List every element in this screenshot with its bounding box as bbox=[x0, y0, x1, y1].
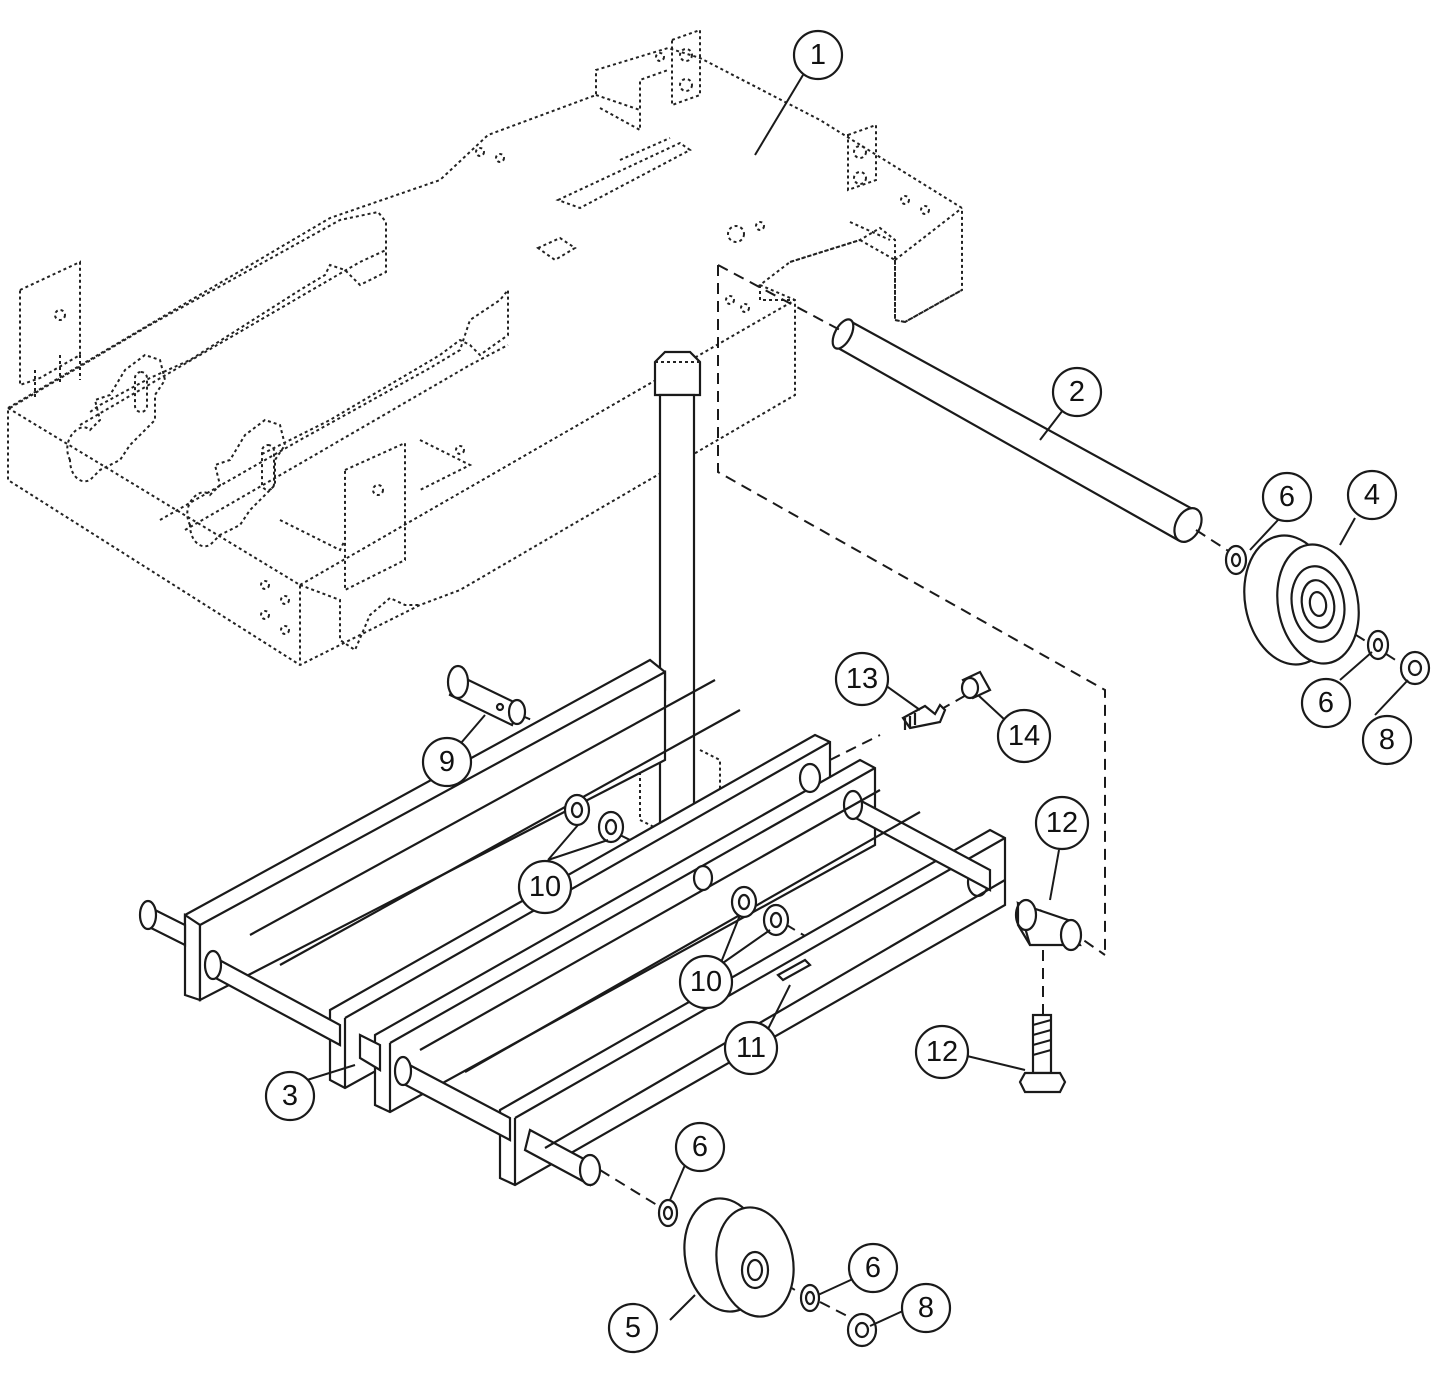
callout-12-spacer: 12 bbox=[1034, 795, 1090, 851]
callout-6-lower-right: 6 bbox=[847, 1242, 899, 1294]
lower-collar bbox=[846, 1312, 878, 1348]
callout-6-upper-right: 6 bbox=[1300, 677, 1352, 729]
svg-text:13: 13 bbox=[846, 663, 878, 695]
callout-12-bolt: 12 bbox=[914, 1024, 970, 1080]
cotter-pin bbox=[776, 958, 812, 982]
svg-text:6: 6 bbox=[692, 1131, 708, 1163]
svg-text:8: 8 bbox=[1379, 724, 1395, 756]
upper-washer-left bbox=[1224, 544, 1248, 576]
svg-text:6: 6 bbox=[865, 1252, 881, 1284]
svg-text:11: 11 bbox=[736, 1032, 766, 1064]
svg-text:5: 5 bbox=[625, 1312, 641, 1344]
callout-11: 11 bbox=[723, 1020, 779, 1076]
callout-9: 9 bbox=[421, 736, 473, 788]
svg-text:4: 4 bbox=[1364, 479, 1380, 511]
carriage-assembly bbox=[138, 658, 1007, 1187]
callout-2: 2 bbox=[1051, 366, 1103, 418]
svg-text:12: 12 bbox=[1046, 807, 1078, 839]
callout-4: 4 bbox=[1346, 469, 1398, 521]
callout-13: 13 bbox=[834, 651, 890, 707]
bolt bbox=[1018, 1013, 1067, 1094]
washers-upper bbox=[563, 793, 625, 844]
svg-text:6: 6 bbox=[1279, 481, 1295, 513]
callout-6-upper-left: 6 bbox=[1261, 471, 1313, 523]
svg-text:14: 14 bbox=[1008, 720, 1040, 752]
upper-collar bbox=[1399, 650, 1431, 686]
lower-washer-left bbox=[657, 1198, 679, 1228]
callout-3: 3 bbox=[264, 1070, 316, 1122]
upper-washer-right bbox=[1366, 629, 1390, 661]
svg-text:8: 8 bbox=[918, 1292, 934, 1324]
callout-10-upper: 10 bbox=[517, 859, 573, 915]
callout-10-lower: 10 bbox=[678, 954, 734, 1010]
svg-text:10: 10 bbox=[529, 871, 561, 903]
lower-washer-right bbox=[799, 1283, 821, 1313]
svg-text:9: 9 bbox=[439, 746, 455, 778]
upper-wheel bbox=[1243, 534, 1360, 666]
washers-lower bbox=[730, 885, 790, 937]
callout-5: 5 bbox=[607, 1302, 659, 1354]
callout-14: 14 bbox=[996, 708, 1052, 764]
assembly-guide-lines bbox=[519, 264, 1409, 1321]
grease-cap bbox=[960, 670, 992, 700]
svg-text:1: 1 bbox=[810, 39, 826, 71]
spacer bbox=[1014, 898, 1083, 952]
pin bbox=[446, 664, 527, 727]
callout-8-lower: 8 bbox=[900, 1282, 952, 1334]
grease-fitting bbox=[901, 703, 947, 730]
svg-text:6: 6 bbox=[1318, 687, 1334, 719]
svg-text:10: 10 bbox=[690, 966, 722, 998]
axle-shaft bbox=[831, 318, 1203, 543]
lower-wheel bbox=[683, 1197, 795, 1318]
svg-text:3: 3 bbox=[282, 1080, 298, 1112]
leader-lines bbox=[274, 74, 1409, 1327]
callout-8-upper: 8 bbox=[1361, 714, 1413, 766]
svg-text:2: 2 bbox=[1069, 376, 1085, 408]
callout-6-lower-left: 6 bbox=[674, 1121, 726, 1173]
frame-part bbox=[7, 28, 963, 667]
svg-text:12: 12 bbox=[926, 1036, 958, 1068]
callout-1: 1 bbox=[792, 29, 844, 81]
